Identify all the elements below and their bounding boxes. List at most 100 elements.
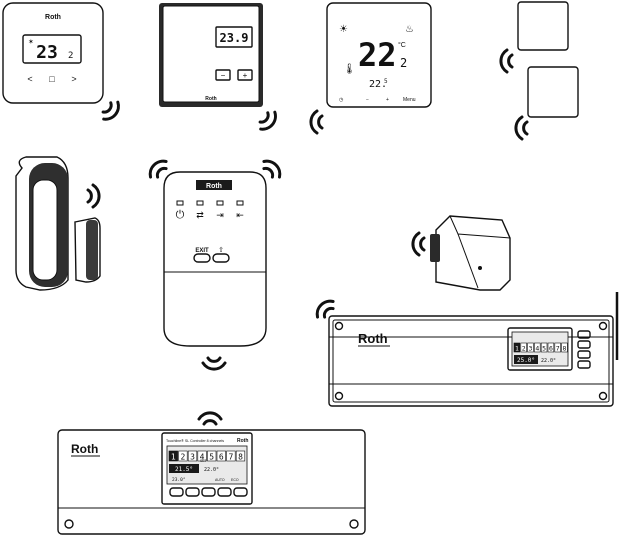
- back-button[interactable]: [233, 487, 248, 497]
- channel-number: 1: [171, 453, 176, 462]
- channel-number: 6: [549, 345, 553, 353]
- channel-box: [226, 450, 236, 462]
- up-button[interactable]: [577, 340, 591, 349]
- channel-number: 5: [542, 345, 546, 353]
- radiator-actuator: [430, 215, 511, 291]
- network-icon: ⇄: [196, 210, 204, 220]
- channel-number: 8: [238, 453, 243, 462]
- channel-box: [527, 342, 534, 353]
- wireless-gateway: Roth ⏻ ⇄ ⇥ ⇤ EXIT ⇧: [163, 171, 267, 347]
- channel-box: [547, 342, 555, 353]
- auto-label: AUTO: [215, 478, 225, 482]
- temperature-display: 21.5°: [175, 466, 193, 473]
- temperature-display: 25.0°: [517, 357, 535, 364]
- thermostat-basic: Roth 23 2 ✶ < □ >: [2, 2, 104, 104]
- room-sensor-top: [517, 1, 569, 51]
- next-button[interactable]: >: [71, 74, 76, 84]
- exit-label: EXIT: [195, 248, 209, 254]
- brand-logo: Roth: [237, 438, 248, 444]
- brand-logo: Roth: [45, 14, 61, 21]
- channel-box: [513, 342, 521, 353]
- wireless-signal-icon: [86, 183, 101, 209]
- channel-number: 7: [228, 453, 233, 462]
- secondary-display: 23.0°: [172, 477, 186, 483]
- setpoint-decimal: 5: [384, 78, 388, 85]
- menu-button[interactable]: Menu: [403, 97, 416, 103]
- wireless-signal-icon: [201, 356, 227, 371]
- channel-box: [534, 342, 541, 353]
- menu-button[interactable]: [577, 330, 591, 339]
- controller-small: Roth Touchline® SL Controller 8 channels…: [57, 429, 366, 535]
- brand-logo: Roth: [206, 183, 222, 190]
- clock-icon: ◷: [339, 97, 344, 103]
- brand-logo: Roth: [71, 442, 98, 456]
- channel-number: 2: [180, 453, 185, 462]
- power-icon: ⏻: [176, 209, 185, 221]
- exit-button[interactable]: [193, 253, 211, 263]
- channel-box: [540, 342, 548, 353]
- thermostat-square: 23.9 − + Roth: [159, 3, 263, 107]
- channel-box: [207, 450, 217, 462]
- prev-button[interactable]: <: [27, 74, 32, 84]
- pair-button[interactable]: [212, 253, 230, 263]
- pair-icon: ⇧: [218, 246, 224, 254]
- channel-number: 8: [563, 345, 567, 353]
- channel-box: [197, 450, 207, 462]
- ok-button[interactable]: [577, 360, 591, 369]
- thermostat-touch: ☀ ♨ 22 °C 2 🌡 22. 5 ◷ − + Menu: [326, 2, 432, 108]
- channel-number: 3: [529, 345, 533, 353]
- wireless-signal-icon: [148, 159, 168, 179]
- right-button[interactable]: [201, 487, 216, 497]
- eco-label: ECO: [231, 478, 239, 482]
- sun-icon: ☀: [339, 24, 348, 35]
- channel-number: 4: [535, 345, 539, 353]
- wireless-signal-icon: [315, 299, 335, 319]
- channel-box: [554, 342, 561, 353]
- temperature-display: 22: [358, 36, 397, 74]
- wireless-signal-icon: [514, 115, 529, 141]
- setpoint-display: 22.: [369, 79, 387, 90]
- setpoint-display: 22.0°: [541, 358, 556, 364]
- channel-box: [178, 450, 188, 462]
- wireless-signal-icon: [197, 411, 223, 426]
- temperature-decimal: 2: [400, 56, 407, 70]
- down-button[interactable]: [577, 350, 591, 359]
- menu-button[interactable]: [169, 487, 184, 497]
- ok-button[interactable]: [217, 487, 232, 497]
- wireless-signal-icon: [411, 231, 426, 257]
- window-contact-sensor: [15, 156, 101, 291]
- minus-icon[interactable]: −: [366, 97, 369, 103]
- left-button[interactable]: [185, 487, 200, 497]
- setpoint-display: 22.0°: [204, 467, 219, 473]
- channel-box: [187, 450, 198, 462]
- temperature-display: 23: [36, 42, 58, 63]
- wireless-signal-icon: [309, 109, 324, 135]
- channel-number: 2: [522, 345, 526, 353]
- channel-number: 3: [190, 453, 195, 462]
- plus-button[interactable]: +: [243, 71, 248, 80]
- temperature-display: 23.9: [220, 31, 249, 45]
- minus-button[interactable]: −: [221, 71, 226, 80]
- wireless-signal-icon: [258, 110, 277, 131]
- thermometer-icon: 🌡: [343, 63, 356, 75]
- temperature-decimal: 2: [68, 51, 73, 61]
- sun-icon: ✶: [28, 38, 34, 46]
- plus-icon[interactable]: +: [386, 97, 389, 103]
- channel-number: 5: [209, 453, 214, 462]
- wireless-signal-icon: [499, 48, 514, 74]
- brand-logo: Roth: [205, 96, 216, 102]
- ok-button[interactable]: □: [49, 74, 55, 84]
- channel-box: [235, 450, 246, 462]
- output-icon: ⇤: [236, 210, 244, 220]
- channel-box: [561, 342, 568, 353]
- channel-box: [168, 450, 178, 462]
- controller-title: Touchline® SL Controller 8 channels: [166, 439, 224, 443]
- flame-icon: ♨: [405, 24, 414, 35]
- set-label: SET: [200, 459, 208, 463]
- unit-label: °C: [398, 41, 406, 49]
- wireless-signal-icon: [262, 159, 282, 179]
- brand-logo: Roth: [358, 331, 388, 346]
